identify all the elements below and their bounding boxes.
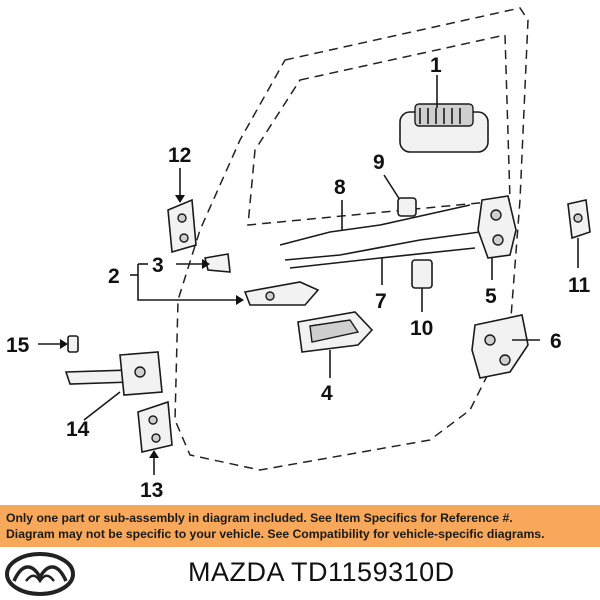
callout-6: 6: [550, 330, 562, 353]
part-lock-rods: [279, 204, 481, 269]
callout-9: 9: [373, 151, 385, 174]
part-seal-cap: [411, 259, 433, 289]
callout-15: 15: [6, 334, 30, 357]
part-upper-hinge: [167, 198, 197, 254]
disclaimer-line-2: Diagram may not be specific to your vehi…: [6, 527, 545, 541]
disclaimer-banner: Only one part or sub-assembly in diagram…: [0, 505, 600, 547]
part-lower-hinge: [137, 400, 173, 453]
part-door-check: [64, 351, 163, 396]
callout-10: 10: [410, 317, 433, 340]
callout-14: 14: [66, 418, 90, 441]
callout-7: 7: [375, 290, 387, 313]
callout-3: 3: [152, 254, 164, 277]
callout-13: 13: [140, 479, 163, 502]
part-inside-handle: [243, 281, 320, 306]
door-lock-parts-diagram: 1 2 3 4 5 6 7 8 9 10 11 12 13 14 15: [6, 7, 591, 502]
part-lock-actuator: [471, 314, 529, 379]
part-identifier: MAZDA TD1159310D: [188, 557, 455, 588]
callout-4: 4: [321, 382, 333, 405]
callout-11: 11: [568, 274, 591, 297]
part-door-latch: [477, 195, 517, 259]
brand-name: MAZDA: [188, 557, 284, 587]
footer: MAZDA TD1159310D: [0, 547, 600, 600]
door-outline: [174, 7, 529, 471]
part-clip: [204, 253, 231, 273]
part-number: TD1159310D: [291, 557, 455, 587]
part-hinge-pin: [67, 335, 79, 353]
part-outside-handle: [399, 103, 489, 153]
callout-2: 2: [108, 265, 120, 288]
part-rod-clip: [397, 197, 417, 217]
disclaimer-line-1: Only one part or sub-assembly in diagram…: [6, 511, 513, 525]
callout-1: 1: [430, 54, 442, 77]
mazda-logo-icon: [5, 552, 75, 596]
callout-12: 12: [168, 144, 191, 167]
callout-5: 5: [485, 285, 497, 308]
part-handle-bezel: [297, 311, 374, 353]
part-striker: [567, 199, 591, 240]
callout-8: 8: [334, 176, 346, 199]
